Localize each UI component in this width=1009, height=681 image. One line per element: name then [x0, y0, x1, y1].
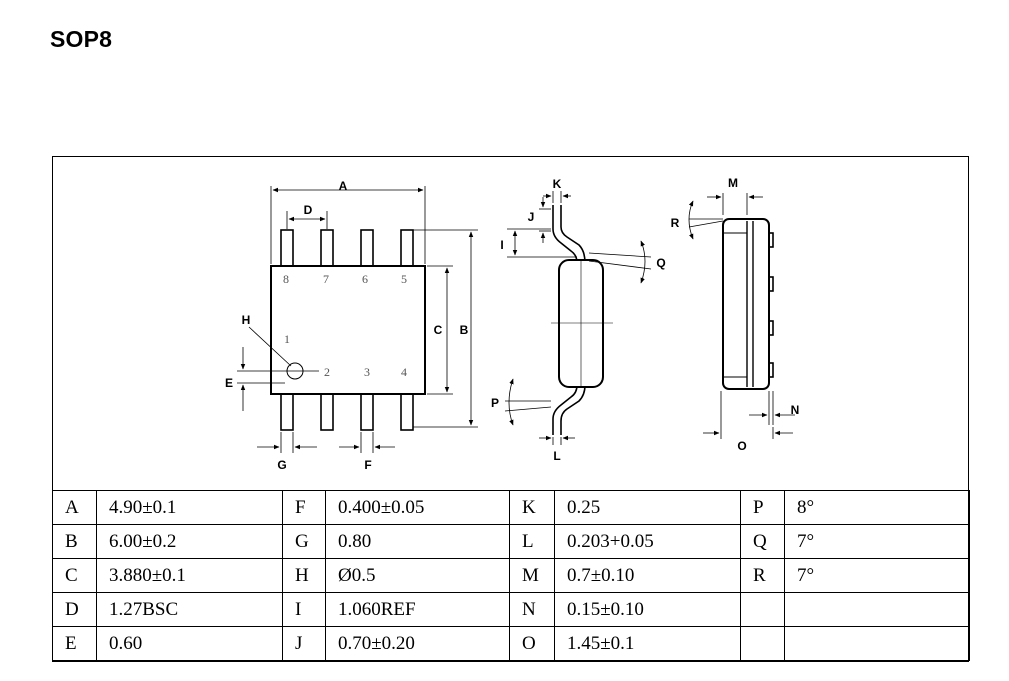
label-O: O: [737, 439, 746, 453]
page-title: SOP8: [50, 26, 113, 52]
dimension-value: 0.70±0.20: [325, 626, 510, 661]
dimension-symbol: J: [282, 626, 326, 661]
dimension-value: 1.45±0.1: [554, 626, 741, 661]
label-N: N: [791, 403, 800, 417]
label-J: J: [528, 210, 535, 224]
pin-number-8: 8: [283, 272, 289, 286]
dimension-symbol: D: [52, 592, 97, 627]
dimension-value: 0.60: [96, 626, 283, 661]
dimension-symbol: I: [282, 592, 326, 627]
dimension-symbol: B: [52, 524, 97, 559]
dimension-symbol: H: [282, 558, 326, 593]
pin-number-6: 6: [362, 272, 368, 286]
dimension-value: Ø0.5: [325, 558, 510, 593]
dimension-value: 3.880±0.1: [96, 558, 283, 593]
dimension-value: 0.25: [554, 490, 741, 525]
label-E: E: [225, 376, 233, 390]
pin-number-7: 7: [323, 272, 329, 286]
label-C: C: [434, 323, 443, 337]
package-outline-drawing: A D C B H E G F 1 2 3 4 5 6 7 8: [53, 157, 968, 491]
label-L: L: [553, 449, 560, 463]
dimension-value: 7°: [784, 558, 970, 593]
label-M: M: [728, 176, 738, 190]
dimension-symbol: K: [509, 490, 555, 525]
top-view: [270, 229, 426, 431]
dimension-symbol: E: [52, 626, 97, 661]
dimension-value: 0.7±0.10: [554, 558, 741, 593]
label-I: I: [500, 238, 503, 252]
dimension-value: 0.15±0.10: [554, 592, 741, 627]
dimension-value: 0.400±0.05: [325, 490, 510, 525]
table-row: D 1.27BSC I 1.060REF N 0.15±0.10: [52, 592, 970, 627]
label-P: P: [491, 396, 499, 410]
label-F: F: [364, 458, 371, 472]
dimension-value: 6.00±0.2: [96, 524, 283, 559]
pin-number-1: 1: [284, 332, 290, 346]
pin-number-2: 2: [324, 365, 330, 379]
pin-number-5: 5: [401, 272, 407, 286]
dimension-symbol: O: [509, 626, 555, 661]
dimension-value: 7°: [784, 524, 970, 559]
dimension-symbol: C: [52, 558, 97, 593]
dimension-symbol: R: [740, 558, 785, 593]
dimension-value: 1.060REF: [325, 592, 510, 627]
dimension-value: 1.27BSC: [96, 592, 283, 627]
label-D: D: [304, 203, 313, 217]
pin-number-3: 3: [364, 365, 370, 379]
empty-cell: [740, 626, 785, 661]
label-R: R: [671, 216, 680, 230]
label-Q: Q: [656, 256, 665, 270]
empty-cell: [784, 592, 970, 627]
label-H: H: [242, 313, 251, 327]
dimensions-table: A 4.90±0.1 F 0.400±0.05 K 0.25 P 8° B 6.…: [52, 490, 970, 661]
dimension-value: 8°: [784, 490, 970, 525]
table-row: B 6.00±0.2 G 0.80 L 0.203+0.05 Q 7°: [52, 524, 970, 559]
side-view: [551, 205, 613, 435]
dimension-symbol: F: [282, 490, 326, 525]
label-B: B: [460, 323, 469, 337]
package-drawing-frame: A D C B H E G F 1 2 3 4 5 6 7 8: [52, 156, 970, 662]
pin-number-4: 4: [401, 365, 407, 379]
dimension-symbol: G: [282, 524, 326, 559]
dimension-symbol: N: [509, 592, 555, 627]
table-row: E 0.60 J 0.70±0.20 O 1.45±0.1: [52, 626, 970, 661]
table-row: A 4.90±0.1 F 0.400±0.05 K 0.25 P 8°: [52, 490, 970, 525]
end-view: [722, 218, 774, 390]
empty-cell: [740, 592, 785, 627]
dimension-symbol: A: [52, 490, 97, 525]
table-row: C 3.880±0.1 H Ø0.5 M 0.7±0.10 R 7°: [52, 558, 970, 593]
dimension-symbol: Q: [740, 524, 785, 559]
label-A: A: [339, 179, 348, 193]
dimension-value: 0.80: [325, 524, 510, 559]
label-K: K: [553, 177, 562, 191]
empty-cell: [784, 626, 970, 661]
dimension-symbol: M: [509, 558, 555, 593]
label-G: G: [277, 458, 286, 472]
dimension-value: 4.90±0.1: [96, 490, 283, 525]
dimension-symbol: L: [509, 524, 555, 559]
dimension-symbol: P: [740, 490, 785, 525]
dimension-value: 0.203+0.05: [554, 524, 741, 559]
